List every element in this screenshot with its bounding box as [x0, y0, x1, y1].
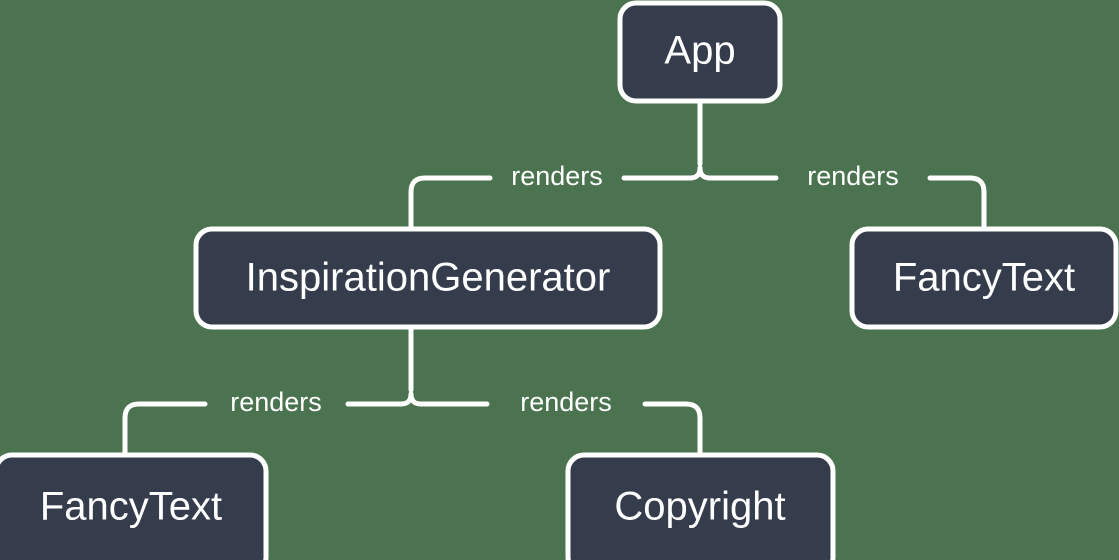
edge-inspgen-fancytext-left-segment [122, 401, 208, 458]
node-app-label: App [664, 29, 735, 73]
node-app-box [617, 0, 783, 104]
node-copyright-box [565, 452, 836, 560]
node-fancytext-right[interactable]: FancyText [849, 226, 1119, 330]
node-fancytext-right-box [849, 226, 1119, 330]
node-copyright-label: Copyright [614, 485, 785, 529]
node-fancytext-right-label: FancyText [893, 256, 1075, 300]
node-inspirationgenerator-label: InspirationGenerator [246, 256, 611, 300]
edge-label-inspgen-fancytext: renders [230, 387, 322, 417]
node-fancytext-left[interactable]: FancyText [0, 452, 269, 560]
edge-label-app-fancytext: renders [807, 161, 899, 191]
node-fancytext-left-box [0, 452, 269, 560]
node-inspirationgenerator[interactable]: InspirationGenerator [193, 226, 663, 330]
node-app[interactable]: App [617, 0, 783, 104]
edge-inspgen-copyright-right-segment [642, 401, 703, 458]
edge-app-inspgen-left-segment [408, 175, 493, 232]
edge-label-app-inspgen: renders [511, 161, 603, 191]
node-inspirationgenerator-box [193, 226, 663, 330]
node-fancytext-left-label: FancyText [40, 485, 222, 529]
edge-label-inspgen-copyright: renders [520, 387, 612, 417]
node-copyright[interactable]: Copyright [565, 452, 836, 560]
edge-app-fancytext-right-segment [927, 175, 987, 232]
